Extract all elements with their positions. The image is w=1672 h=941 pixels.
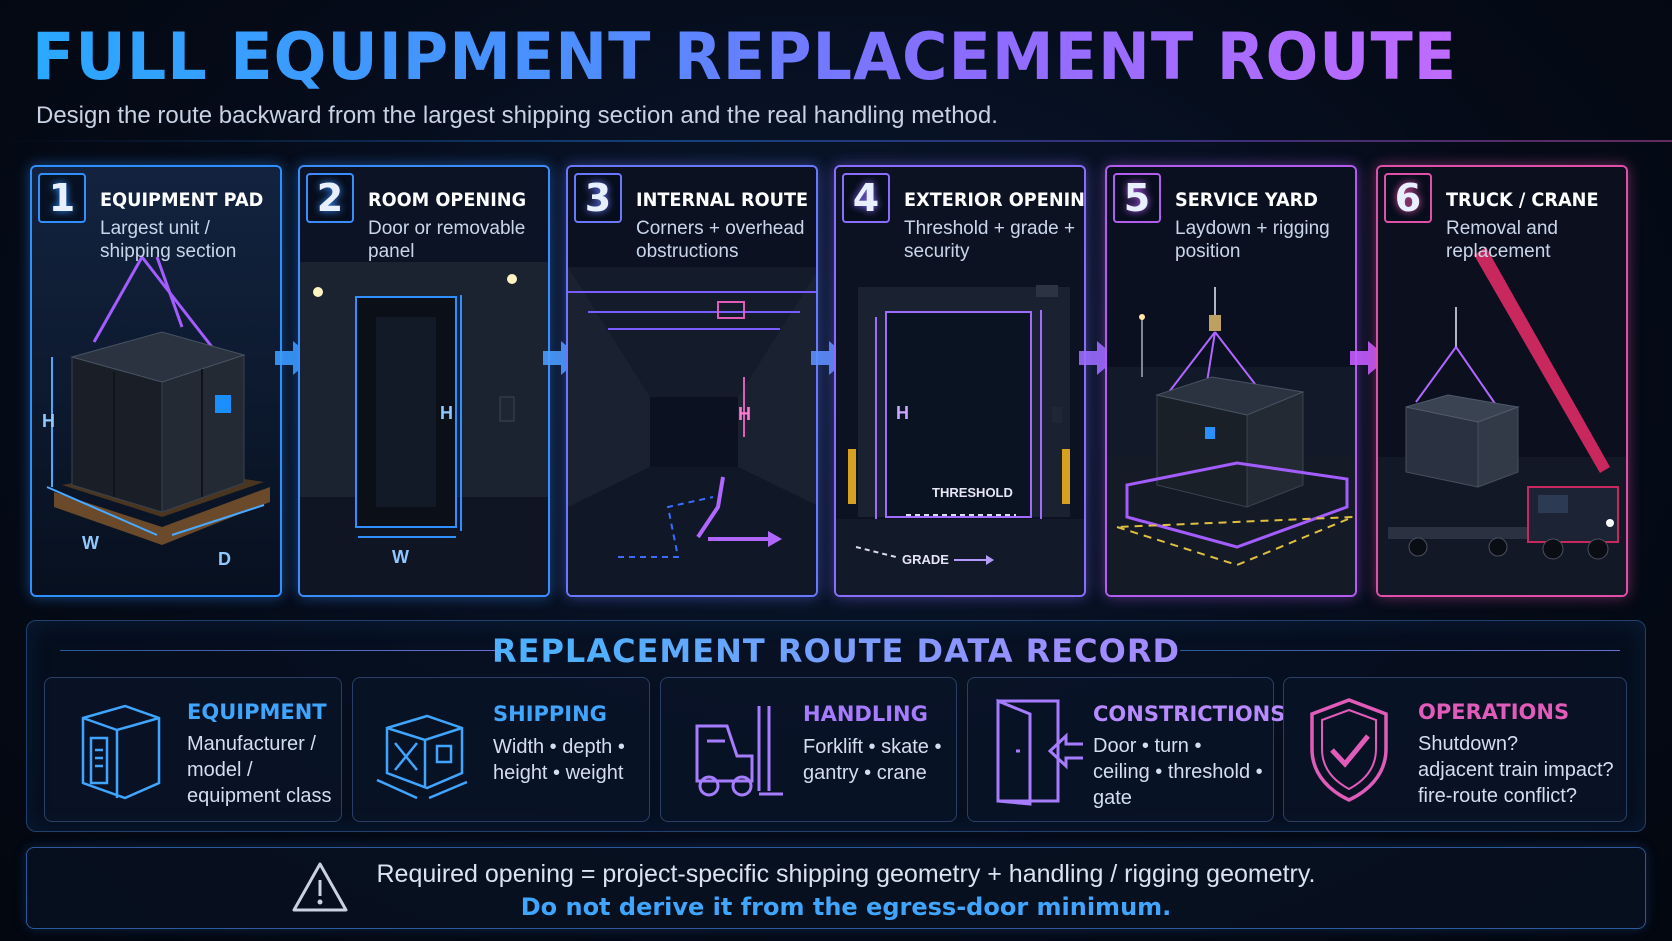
description-line: ceiling • threshold • (1093, 761, 1263, 783)
arrow-right-icon (543, 341, 581, 375)
step-title: TRUCK / CRANE (1446, 189, 1599, 211)
description-line: equipment class (187, 785, 332, 807)
door-arrow-icon (996, 698, 1083, 806)
step-title: ROOM OPENING (368, 189, 527, 211)
step-card-internal-route: H 3 INTERNAL ROUTE Corners + overhead ob… (566, 165, 818, 597)
arrow-right-icon (1079, 341, 1117, 375)
page-title: FULL EQUIPMENT REPLACEMENT ROUTE (32, 18, 1458, 95)
description-line: Manufacturer / (187, 733, 316, 755)
data-record-title: REPLACEMENT ROUTE DATA RECORD (0, 632, 1672, 670)
record-card-title: SHIPPING (493, 702, 607, 726)
record-card-description: Door • turn • ceiling • threshold • gate (1093, 733, 1263, 811)
record-card-constrictions: CONSTRICTIONS Door • turn • ceiling • th… (967, 677, 1285, 822)
record-card-title: OPERATIONS (1418, 700, 1570, 724)
step-card-exterior-opening: H THRESHOLD GRADE 4 EXTERIOR OPENING Thr… (834, 165, 1086, 597)
record-title-rule-right (1180, 650, 1620, 651)
footer-formula: Required opening = project-specific ship… (376, 860, 1316, 888)
record-card-equipment: EQUIPMENT Manufacturer / model / equipme… (44, 677, 342, 822)
record-card-title: CONSTRICTIONS (1093, 702, 1286, 726)
exterior-opening-illustration: H THRESHOLD GRADE (836, 167, 1084, 595)
header-divider (0, 140, 1672, 142)
shipping-crate-icon (376, 714, 468, 800)
step-description: Threshold + grade + security (904, 218, 1076, 262)
dimension-label-h: H (738, 404, 751, 424)
record-card-title: HANDLING (803, 702, 928, 726)
step-number: 5 (1113, 173, 1161, 223)
footer-callout (26, 847, 1646, 929)
dimension-label-d: D (218, 549, 231, 569)
record-card-operations: OPERATIONS Shutdown? adjacent train impa… (1283, 677, 1627, 822)
record-title-rule-left (60, 650, 500, 651)
description-line: adjacent train impact? (1418, 759, 1614, 781)
dimension-label-w: W (392, 547, 409, 567)
step-card-room-opening: H W 2 ROOM OPENING Door or removable pan… (298, 165, 550, 597)
step-number: 6 (1384, 173, 1432, 223)
dimension-label-h: H (440, 403, 453, 423)
description-line: gate (1093, 787, 1132, 809)
equipment-pad-illustration: H W D (32, 167, 280, 595)
description-line: Width • depth • (493, 736, 625, 758)
step-description: Largest unit / shipping section (100, 218, 237, 262)
description-line: Forklift • skate • (803, 736, 942, 758)
step-description: Corners + overhead obstructions (636, 218, 805, 262)
footer-warning: Do not derive it from the egress-door mi… (520, 893, 1172, 921)
warning-icon (292, 862, 348, 912)
shield-check-icon (1310, 698, 1388, 802)
step-title: EXTERIOR OPENING (904, 189, 1086, 211)
description-line: fire-route conflict? (1418, 785, 1577, 807)
description-line: height • weight (493, 762, 624, 784)
step-title: SERVICE YARD (1175, 189, 1318, 211)
threshold-label: THRESHOLD (932, 485, 1013, 500)
dimension-label-h: H (896, 403, 909, 423)
room-opening-illustration: H W (300, 167, 548, 595)
arrow-right-icon (811, 341, 849, 375)
step-card-service-yard: 5 SERVICE YARD Laydown + rigging positio… (1105, 165, 1357, 597)
description-line: Door • turn • (1093, 735, 1202, 757)
record-card-handling: HANDLING Forklift • skate • gantry • cra… (660, 677, 957, 822)
truck-crane-illustration (1378, 167, 1626, 595)
step-number: 4 (842, 173, 890, 223)
record-card-description: Shutdown? adjacent train impact? fire-ro… (1418, 731, 1614, 809)
arrow-right-icon (275, 341, 313, 375)
step-card-equipment-pad: H W D 1 EQUIPMENT PAD Largest unit / shi… (30, 165, 282, 597)
step-title: INTERNAL ROUTE (636, 189, 809, 211)
record-card-description: Manufacturer / model / equipment class (187, 731, 332, 809)
record-card-shipping: SHIPPING Width • depth • height • weight (352, 677, 650, 822)
internal-route-illustration: H (568, 167, 816, 595)
description-line: model / (187, 759, 253, 781)
step-description: Laydown + rigging position (1175, 218, 1330, 262)
page-subtitle: Design the route backward from the large… (36, 102, 998, 129)
service-yard-illustration (1107, 167, 1355, 595)
step-number: 2 (306, 173, 354, 223)
step-description: Door or removable panel (368, 218, 526, 262)
dimension-label-h: H (42, 411, 55, 431)
arrow-right-icon (1350, 341, 1388, 375)
step-description: Removal and replacement (1446, 218, 1558, 262)
step-title: EQUIPMENT PAD (100, 189, 264, 211)
dimension-label-w: W (82, 533, 99, 553)
step-number: 3 (574, 173, 622, 223)
description-line: gantry • crane (803, 762, 927, 784)
record-card-description: Width • depth • height • weight (493, 734, 625, 786)
equipment-cabinet-icon (81, 704, 161, 800)
step-card-truck-crane: 6 TRUCK / CRANE Removal and replacement (1376, 165, 1628, 597)
forklift-icon (695, 706, 783, 797)
grade-label: GRADE (902, 552, 949, 567)
record-card-description: Forklift • skate • gantry • crane (803, 734, 941, 786)
description-line: Shutdown? (1418, 733, 1519, 755)
step-number: 1 (38, 173, 86, 223)
record-card-title: EQUIPMENT (187, 700, 327, 724)
